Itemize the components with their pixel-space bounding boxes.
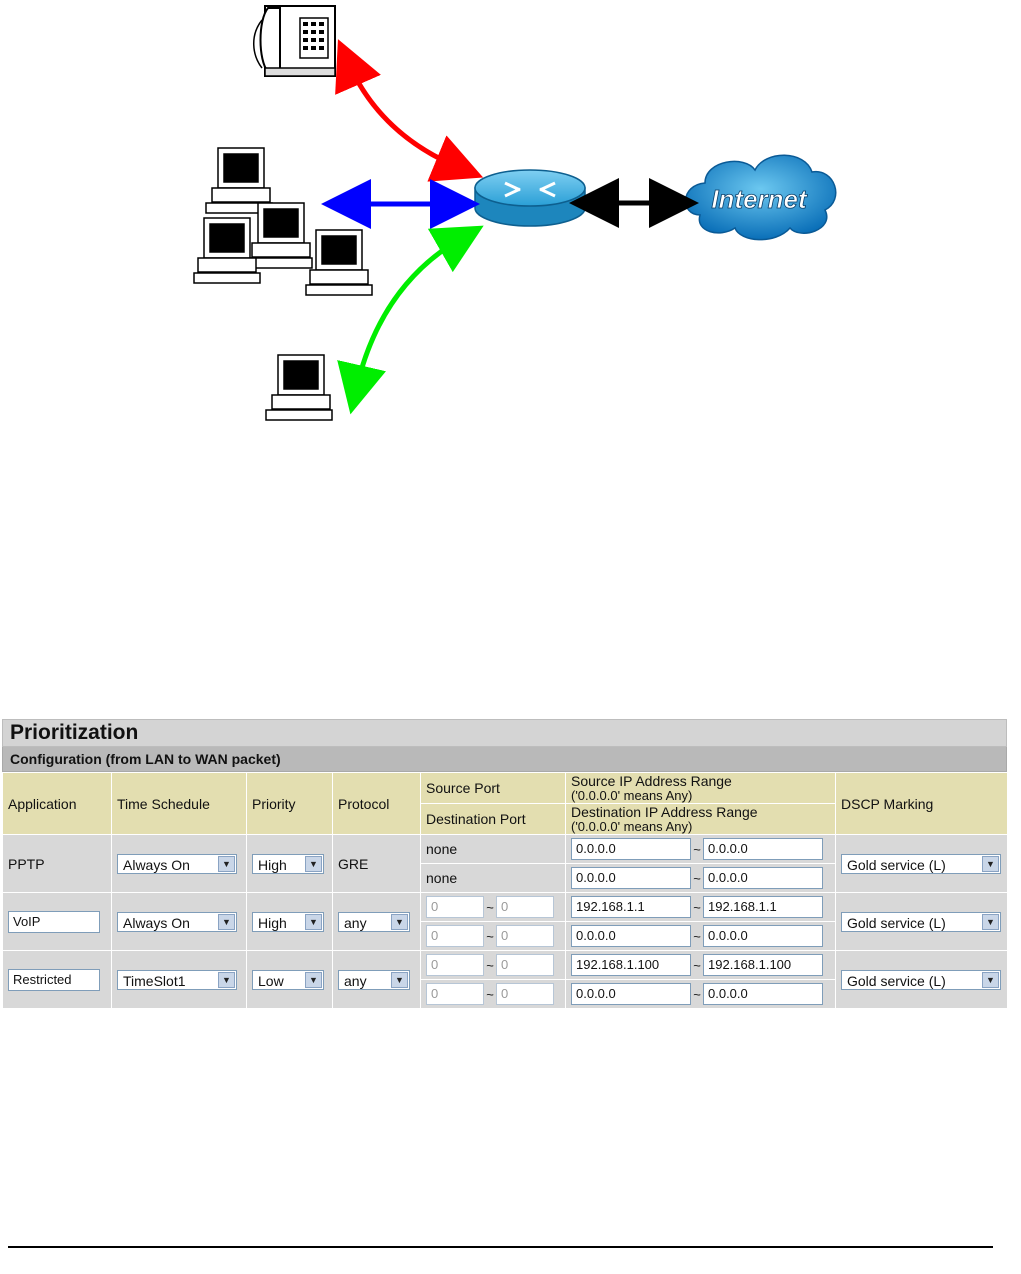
telephone-icon — [253, 5, 336, 77]
protocol-select[interactable]: any▼ — [338, 969, 410, 990]
restricted-arrow — [337, 225, 484, 415]
header-dscp-marking: DSCP Marking — [835, 772, 1008, 835]
dscp-select[interactable]: Gold service (L)▼ — [841, 853, 1001, 874]
header-source-port: Source Port — [420, 772, 566, 804]
voip-arrow — [335, 39, 484, 182]
table-row: VoIP Always On▼ High▼ any▼ 0~0 192.168.1… — [2, 892, 1008, 951]
source-ip-to-input[interactable]: 192.168.1.100 — [703, 954, 823, 976]
source-ip-from-input[interactable]: 0.0.0.0 — [571, 838, 691, 860]
dest-ip-from-input[interactable]: 0.0.0.0 — [571, 925, 691, 947]
internet-cloud-icon: Internet — [684, 154, 837, 241]
header-time-schedule: Time Schedule — [111, 772, 247, 835]
destination-port-value: none — [420, 863, 566, 893]
source-ip-from-input[interactable]: 192.168.1.100 — [571, 954, 691, 976]
table-row: PPTP Always On▼ High▼ GRE none 0.0.0.0~0… — [2, 834, 1008, 893]
chevron-down-icon: ▼ — [218, 913, 235, 930]
source-port-value: none — [420, 834, 566, 864]
restricted-computer-icon — [265, 354, 333, 421]
dest-ip-from-input[interactable]: 0.0.0.0 — [571, 867, 691, 889]
dscp-select[interactable]: Gold service (L)▼ — [841, 969, 1001, 990]
time-schedule-select[interactable]: Always On▼ — [117, 911, 237, 932]
header-destination-ip-range: Destination IP Address Range('0.0.0.0' m… — [565, 803, 836, 835]
source-ip-from-input[interactable]: 192.168.1.1 — [571, 896, 691, 918]
lan-computers-icon — [193, 147, 373, 296]
chevron-down-icon: ▼ — [305, 971, 322, 988]
header-destination-port: Destination Port — [420, 803, 566, 835]
chevron-down-icon: ▼ — [391, 971, 408, 988]
dest-ip-to-input[interactable]: 0.0.0.0 — [703, 867, 823, 889]
time-schedule-select[interactable]: TimeSlot1▼ — [117, 969, 237, 990]
time-schedule-select[interactable]: Always On▼ — [117, 853, 237, 874]
dscp-select[interactable]: Gold service (L)▼ — [841, 911, 1001, 932]
dest-ip-from-input[interactable]: 0.0.0.0 — [571, 983, 691, 1005]
dest-port-to-input[interactable]: 0 — [496, 925, 554, 947]
priority-select[interactable]: Low▼ — [252, 969, 324, 990]
internet-label: Internet — [711, 184, 808, 214]
application-name-input[interactable]: VoIP — [8, 910, 100, 933]
protocol-select[interactable]: any▼ — [338, 911, 410, 932]
chevron-down-icon: ▼ — [982, 971, 999, 988]
application-name-input[interactable]: Restricted — [8, 968, 100, 991]
chevron-down-icon: ▼ — [391, 913, 408, 930]
panel-subtitle: Configuration (from LAN to WAN packet) — [2, 747, 1007, 772]
header-source-ip-range: Source IP Address Range('0.0.0.0' means … — [565, 772, 836, 804]
dest-port-from-input[interactable]: 0 — [426, 925, 484, 947]
chevron-down-icon: ▼ — [305, 913, 322, 930]
panel-title: Prioritization — [2, 719, 1007, 747]
header-protocol: Protocol — [332, 772, 421, 835]
chevron-down-icon: ▼ — [218, 971, 235, 988]
source-ip-to-input[interactable]: 0.0.0.0 — [703, 838, 823, 860]
protocol-value: GRE — [332, 834, 421, 893]
network-diagram: Internet — [193, 5, 837, 421]
dest-port-to-input[interactable]: 0 — [496, 983, 554, 1005]
table-row: Restricted TimeSlot1▼ Low▼ any▼ 0~0 192.… — [2, 950, 1008, 1009]
application-name: PPTP — [2, 834, 112, 893]
priority-select[interactable]: High▼ — [252, 911, 324, 932]
source-port-from-input[interactable]: 0 — [426, 896, 484, 918]
source-port-to-input[interactable]: 0 — [496, 896, 554, 918]
priority-select[interactable]: High▼ — [252, 853, 324, 874]
source-port-from-input[interactable]: 0 — [426, 954, 484, 976]
dest-ip-to-input[interactable]: 0.0.0.0 — [703, 925, 823, 947]
chevron-down-icon: ▼ — [218, 855, 235, 872]
header-application: Application — [2, 772, 112, 835]
router-icon — [474, 169, 586, 227]
qos-config-table: Application Time Schedule Priority Proto… — [2, 772, 1008, 1009]
header-priority: Priority — [246, 772, 333, 835]
chevron-down-icon: ▼ — [982, 913, 999, 930]
footer-divider — [8, 1246, 993, 1248]
source-ip-to-input[interactable]: 192.168.1.1 — [703, 896, 823, 918]
chevron-down-icon: ▼ — [305, 855, 322, 872]
prioritization-panel: Prioritization Configuration (from LAN t… — [2, 719, 1008, 1009]
source-port-to-input[interactable]: 0 — [496, 954, 554, 976]
dest-ip-to-input[interactable]: 0.0.0.0 — [703, 983, 823, 1005]
dest-port-from-input[interactable]: 0 — [426, 983, 484, 1005]
chevron-down-icon: ▼ — [982, 855, 999, 872]
